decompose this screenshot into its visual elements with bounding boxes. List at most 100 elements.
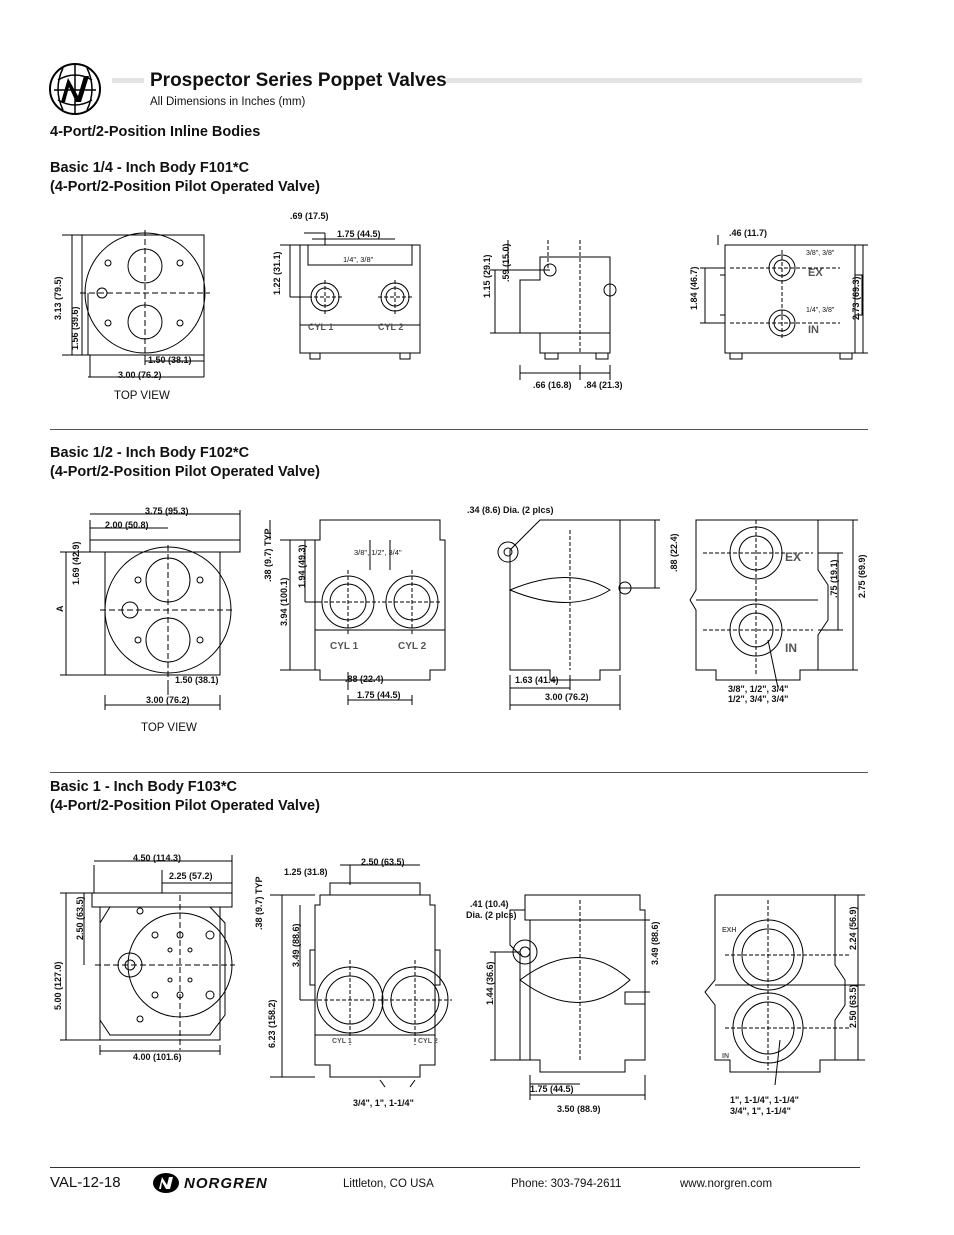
s2-dim-height: 1.69 (42.9) xyxy=(71,541,81,585)
s1-dim-side-b: .84 (21.3) xyxy=(584,380,623,390)
s1-dim-port-spacing: 1.75 (44.5) xyxy=(337,229,381,239)
footer-location: Littleton, CO USA xyxy=(343,1178,434,1190)
s3-dim-half-height: 2.50 (63.5) xyxy=(75,896,85,940)
s1-dim-side-height: 1.15 (29.1) xyxy=(482,254,492,298)
s3-front-view-drawing: CYL 1 CYL 2 xyxy=(270,855,470,1090)
s2-dim-ex-port-size: 1/2", 3/4", 3/4" xyxy=(728,694,789,704)
s1-dim-in-port-size: 1/4", 3/8" xyxy=(806,307,835,314)
header-rule-right xyxy=(446,78,862,83)
s3-heading-line2: (4-Port/2-Position Pilot Operated Valve) xyxy=(50,798,320,814)
s2-dim-pilot-height: .88 (22.4) xyxy=(669,533,679,572)
s3-dim-side-width: 3.50 (88.9) xyxy=(557,1104,601,1114)
s1-end-view-drawing: EX IN xyxy=(700,225,870,365)
s1-dim-end-top: .46 (11.7) xyxy=(729,228,768,238)
s2-top-view-caption: TOP VIEW xyxy=(141,722,197,734)
s3-heading-line1: Basic 1 - Inch Body F103*C xyxy=(50,779,237,795)
s2-end-view-drawing: EX IN xyxy=(688,510,868,700)
page-title: Prospector Series Poppet Valves xyxy=(150,70,447,91)
s3-dim-body-height: 6.23 (158.2) xyxy=(267,999,277,1048)
footer-brand: NORGREN xyxy=(184,1175,268,1192)
norgren-n-icon xyxy=(153,1173,179,1193)
s2-dim-typ: .38 (9.7) TYP xyxy=(263,528,273,582)
s1-side-view-drawing xyxy=(490,225,640,375)
s1-dim-port-offset: .69 (17.5) xyxy=(290,211,329,221)
s2-end-in-label: IN xyxy=(785,641,797,655)
s2-dim-width: 3.75 (95.3) xyxy=(145,506,189,516)
s3-dim-port-spacing: 2.50 (63.5) xyxy=(361,857,405,867)
s3-front-cyl1-label: CYL 1 xyxy=(332,1038,352,1045)
s3-end-view-drawing: EXH IN xyxy=(700,880,870,1110)
s2-dim-base-width: 3.00 (76.2) xyxy=(146,695,190,705)
s2-dim-half: 2.00 (50.8) xyxy=(105,520,149,530)
footer-website[interactable]: www.norgren.com xyxy=(680,1178,773,1190)
s1-top-view-drawing xyxy=(60,225,220,385)
s3-front-cyl2-label: CYL 2 xyxy=(418,1038,438,1045)
s2-dim-port-spacing: 1.75 (44.5) xyxy=(357,690,401,700)
s1-dim-width: 3.00 (76.2) xyxy=(118,370,162,380)
s3-dim-side-height: 3.49 (88.6) xyxy=(650,921,660,965)
s1-dim-side-a: .66 (16.8) xyxy=(533,380,572,390)
s3-dim-pilot-height: 1.44 (36.6) xyxy=(485,961,495,1005)
section-divider-2 xyxy=(50,772,868,773)
s3-end-in-label: IN xyxy=(722,1053,729,1060)
section-divider-1 xyxy=(50,429,868,430)
s3-dim-typ: .38 (9.7) TYP xyxy=(254,876,264,930)
s3-dim-pilot-dia-note: Dia. (2 plcs) xyxy=(466,910,517,920)
s2-end-ex-label: EX xyxy=(785,550,801,564)
s1-front-view-drawing: CYL 1 CYL 2 xyxy=(280,225,440,365)
s3-dim-port-offset: 1.25 (31.8) xyxy=(284,867,328,877)
footer-page-number: VAL-12-18 xyxy=(50,1174,121,1191)
s1-dim-port-size: 1/4", 3/8" xyxy=(343,255,374,264)
footer-rule xyxy=(50,1167,860,1168)
s2-dim-side-offset: 1.63 (41.4) xyxy=(515,675,559,685)
s3-top-view-drawing xyxy=(60,855,240,1055)
s1-dim-half-width: 1.50 (38.1) xyxy=(148,355,192,365)
page-subtitle: All Dimensions in Inches (mm) xyxy=(150,96,306,108)
s2-dim-a: A xyxy=(55,605,65,613)
s1-front-cyl1-label: CYL 1 xyxy=(308,322,333,332)
s2-front-cyl1-label: CYL 1 xyxy=(330,641,359,652)
s2-heading-line1: Basic 1/2 - Inch Body F102*C xyxy=(50,445,250,461)
s2-dim-in-port-size: 3/8", 1/2", 3/4" xyxy=(728,684,789,694)
s3-dim-base-width: 4.00 (101.6) xyxy=(133,1052,182,1062)
s3-dim-pilot-dia: .41 (10.4) xyxy=(470,899,509,909)
section-heading: 4-Port/2-Position Inline Bodies xyxy=(50,124,261,140)
s2-front-view-drawing: CYL 1 CYL 2 xyxy=(280,510,450,710)
s2-top-view-drawing xyxy=(60,510,250,710)
s2-dim-half-width: 1.50 (38.1) xyxy=(175,675,219,685)
s3-dim-width: 4.50 (114.3) xyxy=(133,853,182,863)
s1-end-ex-label: EX xyxy=(808,267,823,279)
s2-dim-end-height: 2.75 (69.9) xyxy=(857,554,867,598)
s3-dim-side-offset: 1.75 (44.5) xyxy=(530,1084,574,1094)
s2-dim-port-offset: .88 (22.4) xyxy=(345,674,384,684)
header-rule-left xyxy=(112,78,144,83)
s3-end-ex-label: EXH xyxy=(722,927,736,934)
s3-dim-end-lower: 2.50 (63.5) xyxy=(848,984,858,1028)
footer-phone: Phone: 303-794-2611 xyxy=(511,1178,622,1190)
s2-heading-line2: (4-Port/2-Position Pilot Operated Valve) xyxy=(50,464,320,480)
s1-front-cyl2-label: CYL 2 xyxy=(378,322,403,332)
s1-heading-line1: Basic 1/4 - Inch Body F101*C xyxy=(50,160,250,176)
s1-top-view-caption: TOP VIEW xyxy=(114,390,170,402)
s2-front-cyl2-label: CYL 2 xyxy=(398,641,427,652)
s1-dim-ex-port-size: 3/8", 3/8" xyxy=(806,250,835,257)
s2-dim-port-height: 1.94 (49.3) xyxy=(297,544,307,588)
s2-dim-body-height: 3.94 (100.1) xyxy=(279,577,289,626)
s3-side-view-drawing xyxy=(490,880,670,1110)
s1-dim-end-ports: 1.84 (46.7) xyxy=(689,266,699,310)
s1-dim-end-height: 2.73 (69.3) xyxy=(851,276,861,320)
s3-dim-ex-port-sizes: 1", 1-1/4", 1-1/4" xyxy=(730,1095,799,1105)
s2-dim-pilot-dia: .34 (8.6) Dia. (2 plcs) xyxy=(467,505,554,515)
s3-dim-height: 5.00 (127.0) xyxy=(53,961,63,1010)
s2-dim-end-ports: .75 (19.1) xyxy=(829,559,839,598)
s3-dim-in-port-sizes: 3/4", 1", 1-1/4" xyxy=(730,1106,791,1116)
s3-dim-port-sizes: 3/4", 1", 1-1/4" xyxy=(353,1098,414,1108)
s1-dim-port-height: 1.22 (31.1) xyxy=(272,251,282,295)
s1-end-in-label: IN xyxy=(808,324,819,336)
s1-heading-line2: (4-Port/2-Position Pilot Operated Valve) xyxy=(50,179,320,195)
s3-dim-half-width: 2.25 (57.2) xyxy=(169,871,213,881)
s1-dim-pilot-height: .59 (15.0) xyxy=(501,243,511,282)
norgren-globe-icon xyxy=(48,62,102,116)
s2-side-view-drawing xyxy=(490,510,650,710)
s3-dim-end-upper: 2.24 (56.9) xyxy=(848,906,858,950)
